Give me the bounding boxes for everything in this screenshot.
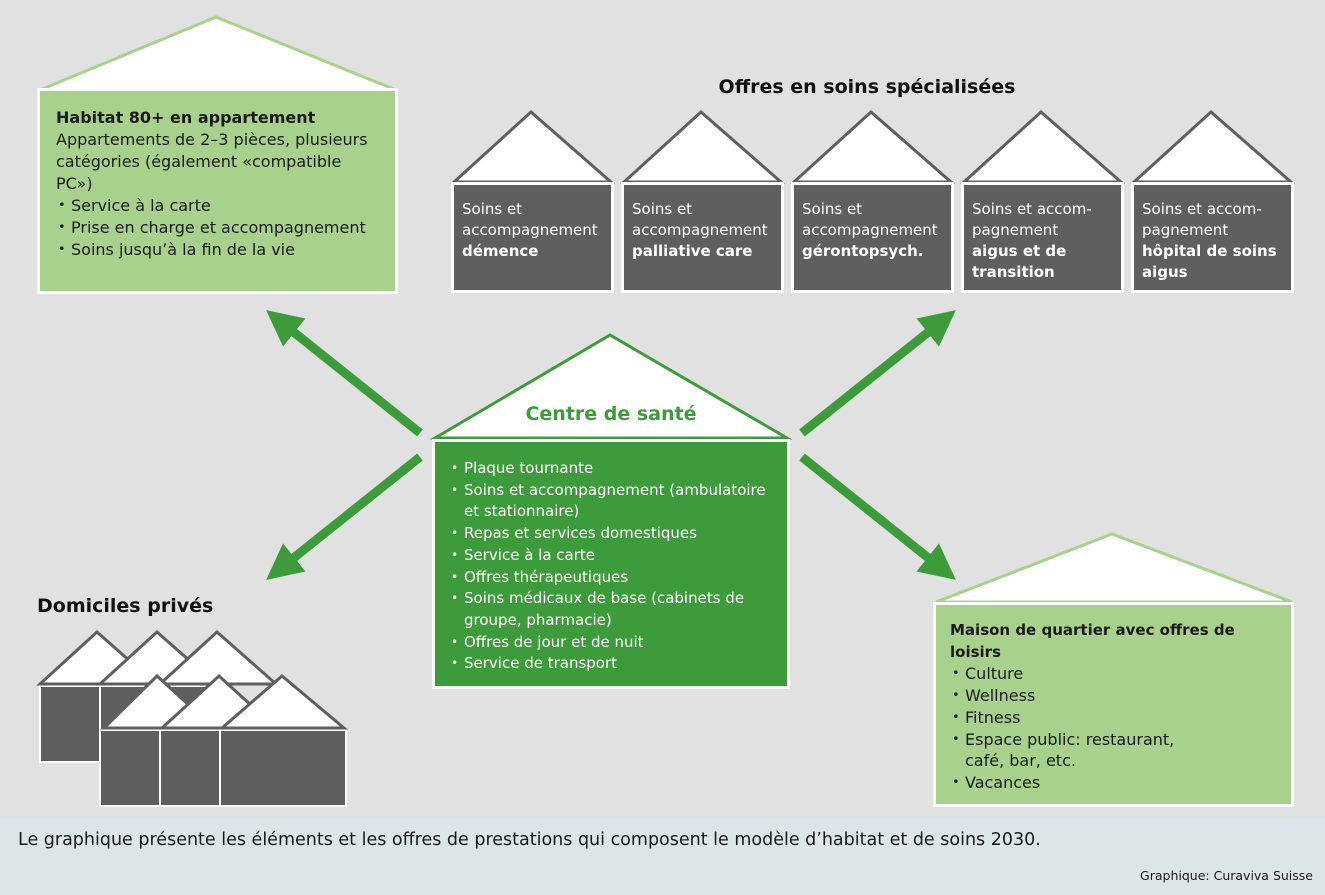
list-item: Culture bbox=[950, 663, 1281, 685]
offer-name: palliative care bbox=[632, 242, 753, 260]
list-item: Offres thérapeutiques bbox=[449, 567, 779, 589]
offer-line: Soins et accom-pagnement bbox=[1142, 200, 1262, 239]
arrow-to-habitat bbox=[266, 310, 423, 437]
offer-roof-3 bbox=[790, 109, 955, 184]
domiciles-title: Domiciles privés bbox=[37, 595, 214, 617]
offer-line: Soins et accompagnement bbox=[802, 200, 938, 239]
specialized-heading: Offres en soins spécialisées bbox=[718, 76, 1016, 98]
offer-name: aigus et de transition bbox=[972, 242, 1067, 281]
offer-roof-5 bbox=[1130, 109, 1295, 184]
offer-box-gerontopsych: Soins et accompagnement gérontopsych. bbox=[791, 182, 954, 293]
habitat-roof bbox=[39, 15, 397, 92]
offer-line: Soins et accompagnement bbox=[632, 200, 768, 239]
arrow-to-specialized bbox=[799, 310, 956, 437]
offer-box-palliative: Soins et accompagnement palliative care bbox=[621, 182, 784, 293]
arrow-to-maison bbox=[799, 453, 956, 580]
list-item: Prise en charge et accompagnement bbox=[56, 217, 381, 239]
offer-roof-1 bbox=[450, 109, 615, 184]
list-item: Soins et accompagnement (ambulatoire et … bbox=[449, 480, 779, 523]
diagram-graphics bbox=[36, 15, 1295, 807]
centre-list: Plaque tournante Soins et accompagnement… bbox=[449, 458, 779, 675]
list-item: Repas et services domestiques bbox=[449, 523, 779, 545]
list-item: Offres de jour et de nuit bbox=[449, 632, 779, 654]
habitat-box: Habitat 80+ en appartement Appartements … bbox=[37, 88, 398, 294]
private-houses-icon bbox=[36, 629, 349, 807]
offer-name: gérontopsych. bbox=[802, 242, 924, 260]
offer-roof-4 bbox=[960, 109, 1125, 184]
centre-title: Centre de santé bbox=[525, 403, 697, 425]
offer-box-acute-transition: Soins et accom-pagnement aigus et de tra… bbox=[961, 182, 1124, 293]
offer-roof-2 bbox=[620, 109, 785, 184]
list-item: Plaque tournante bbox=[449, 458, 779, 480]
caption-area: Le graphique présente les éléments et le… bbox=[0, 818, 1325, 895]
list-item: Vacances bbox=[950, 772, 1281, 794]
list-item: Service de transport bbox=[449, 653, 779, 675]
list-item: Fitness bbox=[950, 707, 1281, 729]
offer-line: Soins et accompagnement bbox=[462, 200, 598, 239]
habitat-list: Service à la carte Prise en charge et ac… bbox=[56, 195, 381, 261]
offer-box-acute-hospital: Soins et accom-pagnement hôpital de soin… bbox=[1131, 182, 1294, 293]
habitat-title: Habitat 80+ en appartement bbox=[56, 108, 316, 127]
list-item: Service à la carte bbox=[449, 545, 779, 567]
offer-name: démence bbox=[462, 242, 539, 260]
habitat-description: Appartements de 2–3 pièces, plusieurs ca… bbox=[56, 130, 368, 193]
caption-text: Le graphique présente les éléments et le… bbox=[18, 830, 1041, 850]
offer-line: Soins et accom-pagnement bbox=[972, 200, 1092, 239]
centre-box: Plaque tournante Soins et accompagnement… bbox=[432, 439, 790, 689]
maison-title: Maison de quartier avec offres de loisir… bbox=[950, 621, 1235, 661]
list-item: Service à la carte bbox=[56, 195, 381, 217]
list-item: Wellness bbox=[950, 685, 1281, 707]
maison-box: Maison de quartier avec offres de loisir… bbox=[933, 602, 1294, 807]
list-item: Soins médicaux de base (cabinets de grou… bbox=[449, 588, 779, 631]
caption-credit: Graphique: Curaviva Suisse bbox=[1140, 868, 1313, 883]
maison-list: Culture Wellness Fitness Espace public: … bbox=[950, 663, 1281, 793]
maison-roof bbox=[935, 532, 1293, 604]
offer-name: hôpital de soins aigus bbox=[1142, 242, 1277, 281]
list-item: Soins jusqu’à la fin de la vie bbox=[56, 239, 381, 261]
arrow-to-domiciles bbox=[266, 453, 423, 580]
centre-roof bbox=[429, 333, 793, 440]
list-item: Espace public: restaurant, café, bar, et… bbox=[950, 729, 1281, 772]
offer-box-dementia: Soins et accompagnement démence bbox=[451, 182, 614, 293]
